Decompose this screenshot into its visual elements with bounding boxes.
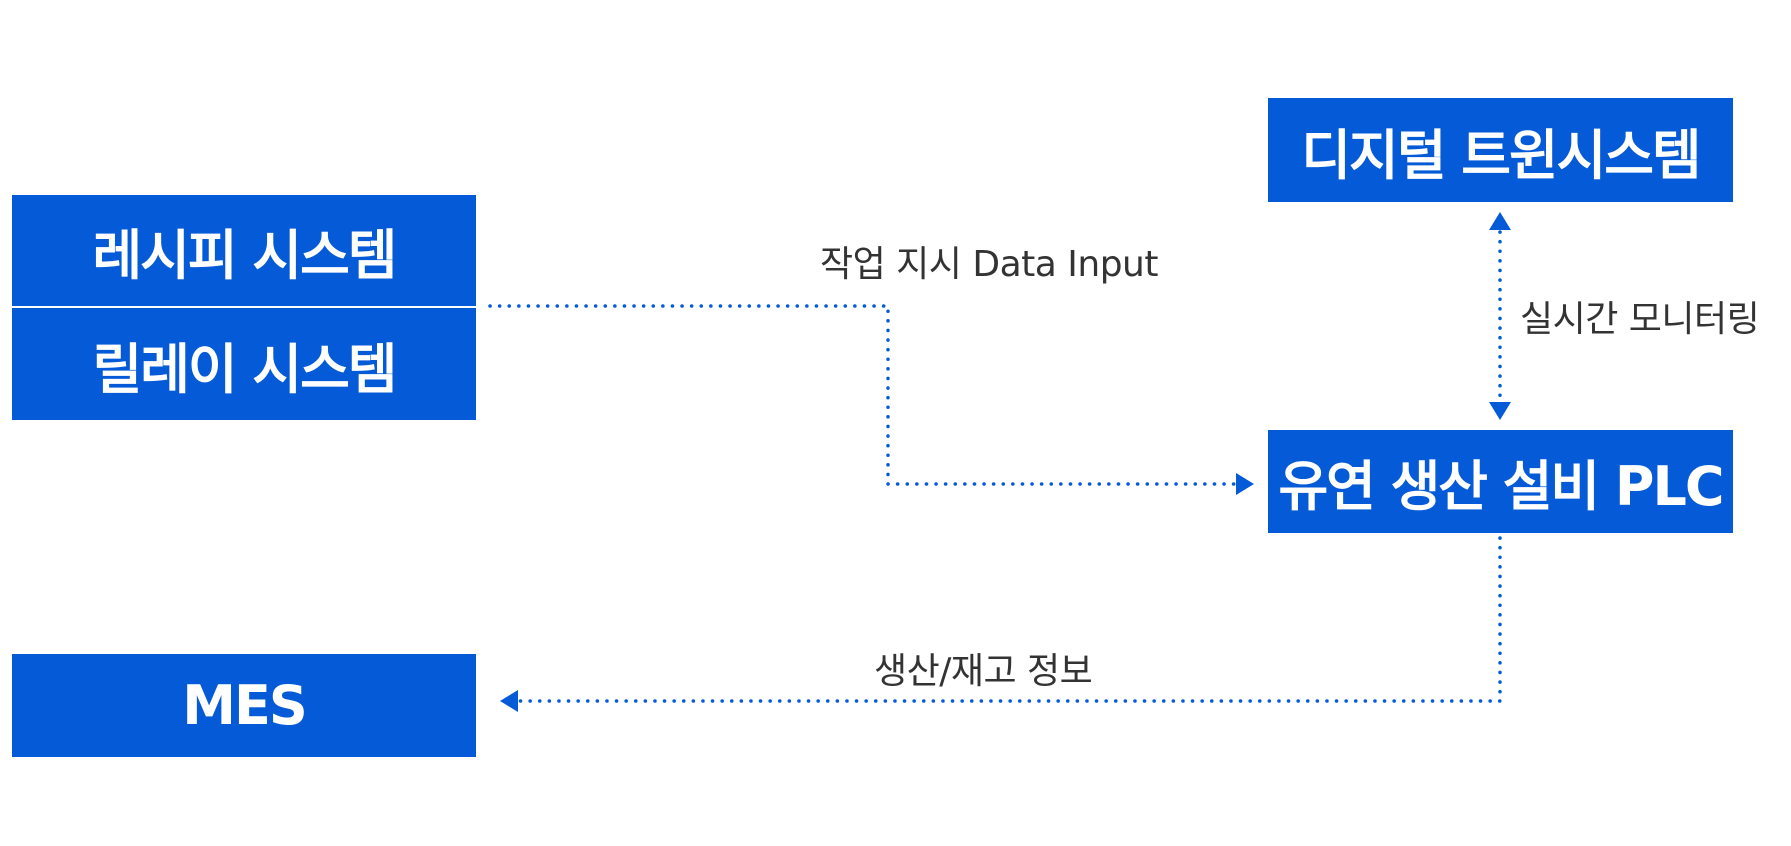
realtime-monitoring-arrowhead-down: [1489, 402, 1511, 420]
realtime-monitoring-arrowhead-up: [1489, 212, 1511, 230]
recipe-system-box: 레시피 시스템: [12, 195, 476, 306]
work-instruction-label: 작업 지시 Data Input: [820, 244, 1158, 285]
digital-twin-label: 디지털 트윈시스템: [1301, 123, 1701, 187]
production-inventory-connector: [518, 536, 1502, 703]
recipe-system-label: 레시피 시스템: [92, 224, 398, 287]
realtime-monitoring-label: 실시간 모니터링: [1520, 299, 1760, 340]
production-inventory-arrowhead: [500, 690, 518, 712]
work-instruction-connector: [488, 304, 1238, 486]
production-inventory-label: 생산/재고 정보: [874, 651, 1093, 692]
work-instruction-arrowhead: [1236, 473, 1254, 495]
relay-system-box: 릴레이 시스템: [12, 308, 476, 420]
digital-twin-box: 디지털 트윈시스템: [1268, 98, 1733, 202]
plc-label: 유연 생산 설비 PLC: [1278, 455, 1724, 518]
relay-system-label: 릴레이 시스템: [92, 337, 398, 401]
stack-divider: [12, 306, 476, 308]
mes-label: MES: [182, 674, 308, 737]
mes-box: MES: [12, 654, 476, 757]
plc-box: 유연 생산 설비 PLC: [1268, 430, 1733, 533]
